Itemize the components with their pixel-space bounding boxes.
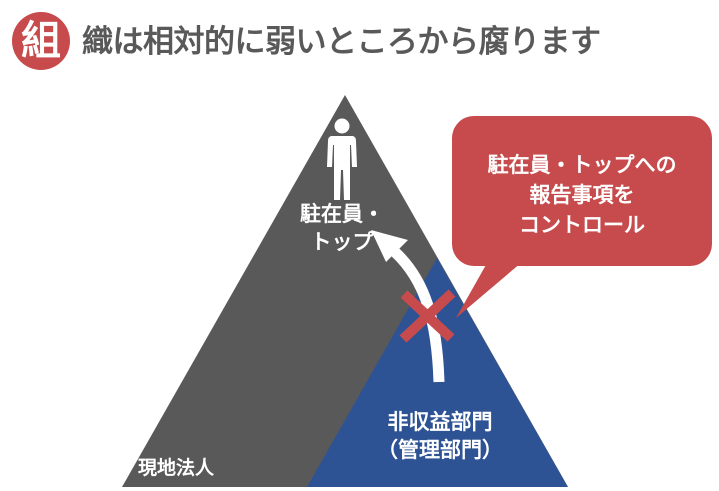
page-title: 織は相対的に弱いところから腐ります xyxy=(82,24,601,60)
local-entity-label: 現地法人 xyxy=(138,457,215,479)
cross-icon xyxy=(399,289,456,343)
person-icon xyxy=(327,118,357,200)
expatriate-top-label: 駐在員・ トップ xyxy=(300,202,384,254)
header: 組 織は相対的に弱いところから腐ります xyxy=(0,0,719,80)
arrow-head-icon xyxy=(371,230,408,262)
title-badge: 組 xyxy=(12,12,70,70)
callout-text: 駐在員・トップへの 報告事項を コントロール xyxy=(487,153,677,237)
callout-bubble xyxy=(452,116,712,318)
upward-arrow xyxy=(391,247,445,383)
nonrevenue-dept-label: 非収益部門 （管理部門） xyxy=(377,410,503,462)
